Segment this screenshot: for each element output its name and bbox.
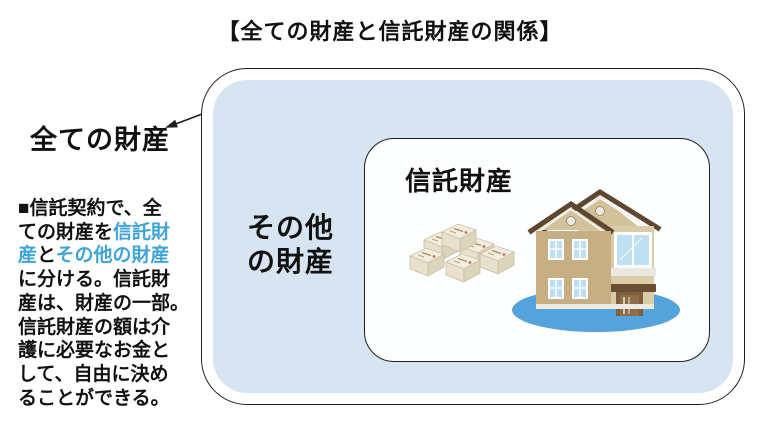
page-title: 【全ての財産と信託財産の関係】 xyxy=(217,19,563,44)
paragraph-line: 産とその他の財産 xyxy=(18,245,170,267)
paragraph-line: ての財産を信託財 xyxy=(18,221,171,243)
paragraph-line: して、自由に決め xyxy=(18,363,169,385)
all-assets-label: 全ての財産 xyxy=(30,125,170,155)
other-assets-label: その他 の財産 xyxy=(247,212,335,277)
paragraph-line: に分ける。信託財 xyxy=(18,269,171,291)
paragraph-line: 産は、財産の一部。 xyxy=(18,292,190,314)
description-paragraph: ■信託契約で、全ての財産を信託財産とその他の財産に分ける。信託財産は、財産の一部… xyxy=(18,197,210,410)
paragraph-line: ることができる。 xyxy=(18,387,170,409)
paragraph-line: ■信託契約で、全 xyxy=(18,198,162,219)
paragraph-line: 信託財産の額は介 xyxy=(18,316,171,338)
trust-assets-label: 信託財産 xyxy=(405,166,514,196)
paragraph-line: 護に必要なお金と xyxy=(18,340,171,362)
